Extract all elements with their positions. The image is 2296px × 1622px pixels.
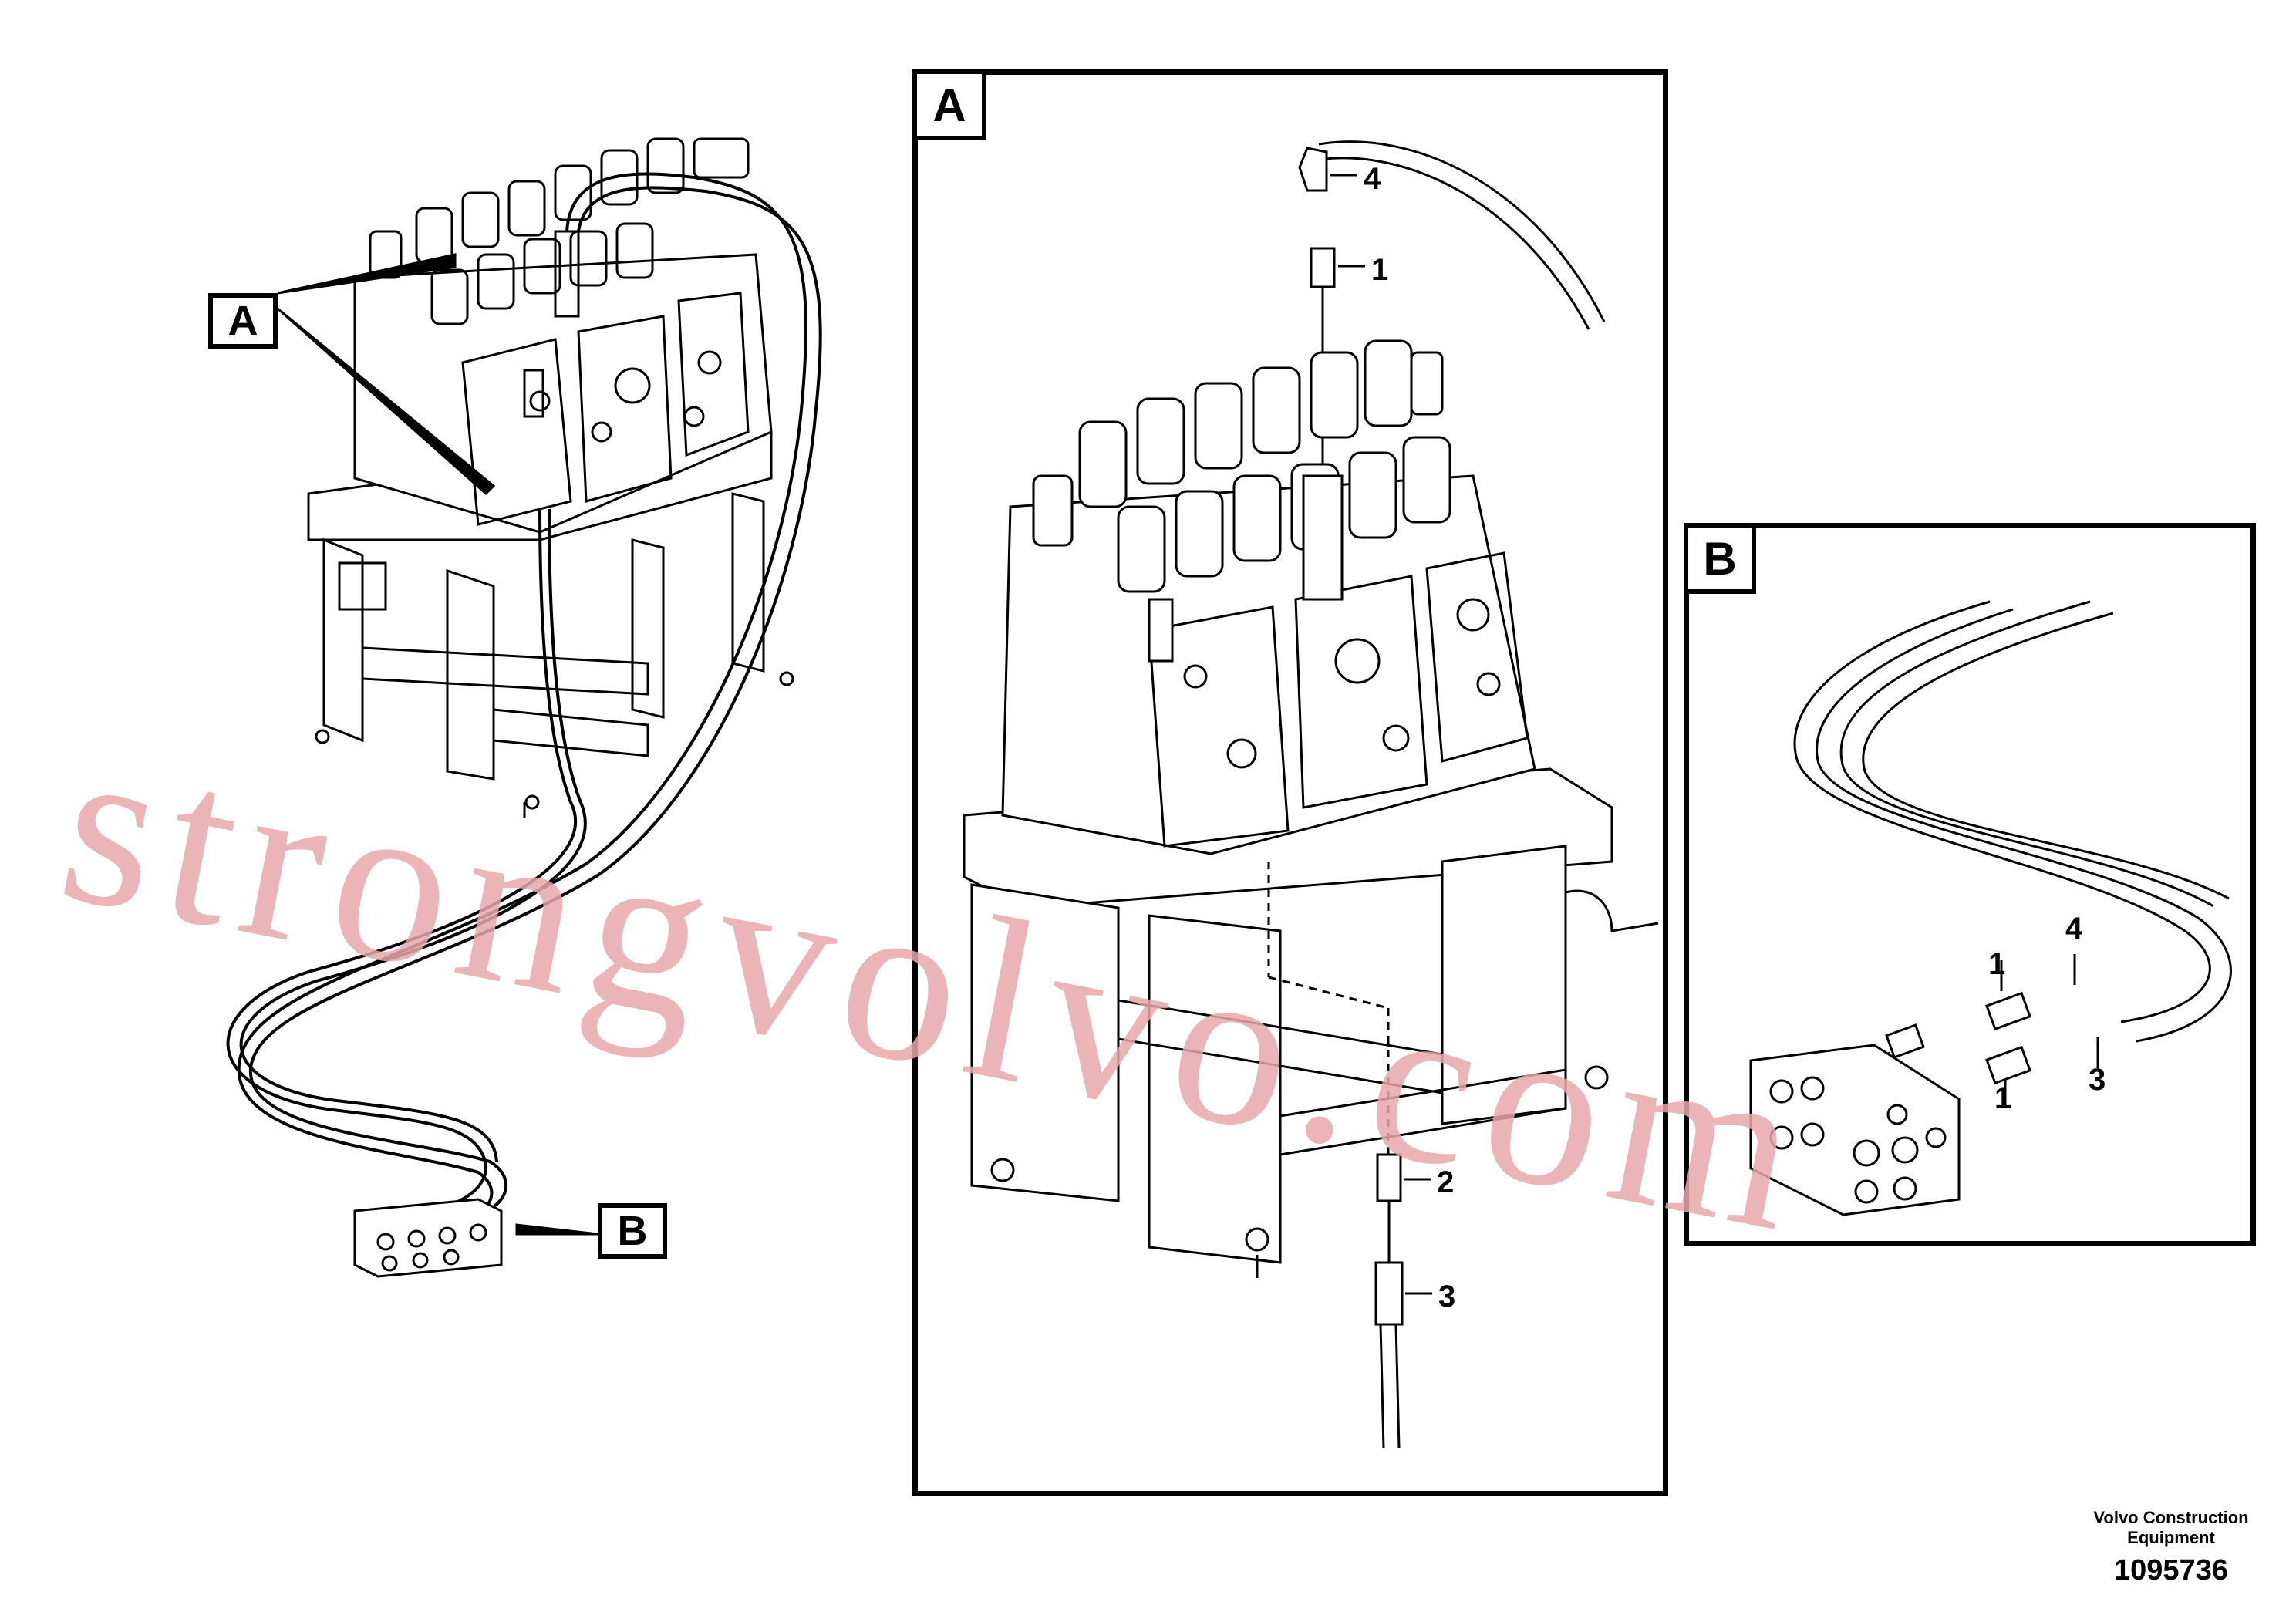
callout-b-tag: B <box>598 1203 667 1259</box>
detail-b-frame <box>1684 523 2256 1246</box>
callout-b-label: B <box>617 1208 648 1254</box>
callout-a-label: A <box>228 298 258 344</box>
footer-company: Volvo Construction Equipment <box>2071 1508 2271 1548</box>
detail-b-label: B <box>1703 532 1737 585</box>
detail-a-illustration <box>963 140 1659 1448</box>
drawing-number: 1095736 <box>2114 1554 2228 1587</box>
detail-a-part-4: 4 <box>1364 162 1381 196</box>
detail-a-tag: A <box>912 69 986 140</box>
company-name-line1: Volvo Construction <box>2093 1508 2249 1527</box>
detail-a-frame <box>912 69 1668 1496</box>
detail-a-part-3: 3 <box>1438 1280 1456 1313</box>
detail-b-illustration <box>1749 600 2232 1216</box>
detail-b-part-1-lower: 1 <box>1994 1081 2012 1115</box>
detail-a-part-2: 2 <box>1437 1165 1455 1199</box>
detail-a-part-1: 1 <box>1371 253 1389 287</box>
company-name-line2: Equipment <box>2127 1528 2215 1547</box>
callout-a-tag: A <box>208 293 278 349</box>
detail-b-part-4: 4 <box>2065 912 2083 946</box>
detail-b-part-1-upper: 1 <box>1988 947 2006 981</box>
detail-b-part-3: 3 <box>2089 1063 2106 1097</box>
detail-b-tag: B <box>1684 523 1756 594</box>
overview-illustration <box>226 137 822 1278</box>
detail-a-label: A <box>932 79 966 131</box>
